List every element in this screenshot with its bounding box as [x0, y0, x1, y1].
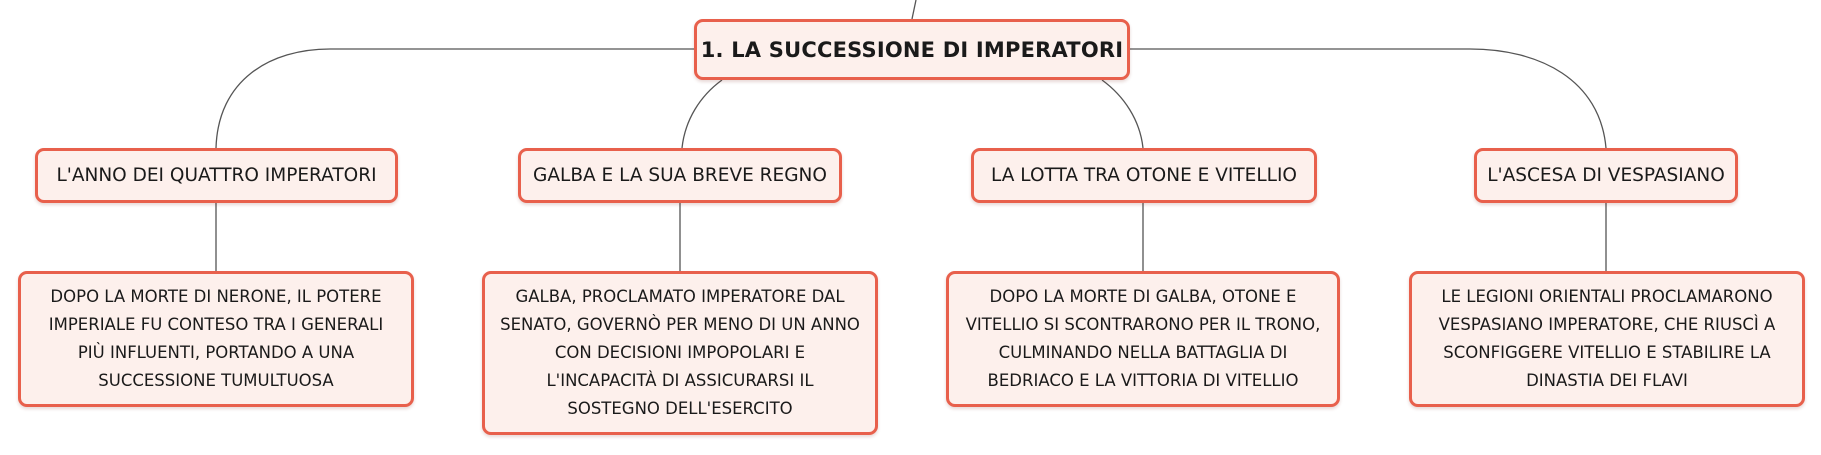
- connector-root-topic-4: [1130, 48, 1607, 149]
- detail-node-galba[interactable]: GALBA, PROCLAMATO IMPERATORE DAL SENATO,…: [482, 271, 878, 435]
- detail-text: GALBA, PROCLAMATO IMPERATORE DAL SENATO,…: [500, 287, 860, 418]
- detail-text: DOPO LA MORTE DI NERONE, IL POTERE IMPER…: [48, 287, 384, 390]
- connector-to-parent: [911, 0, 917, 20]
- root-node[interactable]: 1. LA SUCCESSIONE DI IMPERATORI: [694, 19, 1130, 80]
- topic-label: GALBA E LA SUA BREVE REGNO: [533, 165, 827, 186]
- topic-node-anno-quattro-imperatori[interactable]: L'ANNO DEI QUATTRO IMPERATORI: [35, 148, 398, 203]
- connector-root-topic-2: [681, 79, 723, 149]
- topic-node-vespasiano[interactable]: L'ASCESA DI VESPASIANO: [1474, 148, 1738, 203]
- topic-node-galba[interactable]: GALBA E LA SUA BREVE REGNO: [518, 148, 842, 203]
- topic-label: LA LOTTA TRA OTONE E VITELLIO: [991, 165, 1297, 186]
- root-title: 1. LA SUCCESSIONE DI IMPERATORI: [700, 37, 1124, 62]
- detail-node-vespasiano[interactable]: LE LEGIONI ORIENTALI PROCLAMARONO VESPAS…: [1409, 271, 1805, 407]
- detail-text: DOPO LA MORTE DI GALBA, OTONE E VITELLIO…: [965, 287, 1321, 390]
- topic-label: L'ASCESA DI VESPASIANO: [1487, 165, 1725, 186]
- topic-node-otone-vitellio[interactable]: LA LOTTA TRA OTONE E VITELLIO: [971, 148, 1317, 203]
- connector-root-topic-3: [1101, 79, 1144, 149]
- detail-node-anno-quattro-imperatori[interactable]: DOPO LA MORTE DI NERONE, IL POTERE IMPER…: [18, 271, 414, 407]
- detail-node-otone-vitellio[interactable]: DOPO LA MORTE DI GALBA, OTONE E VITELLIO…: [946, 271, 1340, 407]
- detail-text: LE LEGIONI ORIENTALI PROCLAMARONO VESPAS…: [1438, 287, 1776, 390]
- connector-root-topic-1: [215, 48, 694, 149]
- topic-label: L'ANNO DEI QUATTRO IMPERATORI: [56, 165, 377, 186]
